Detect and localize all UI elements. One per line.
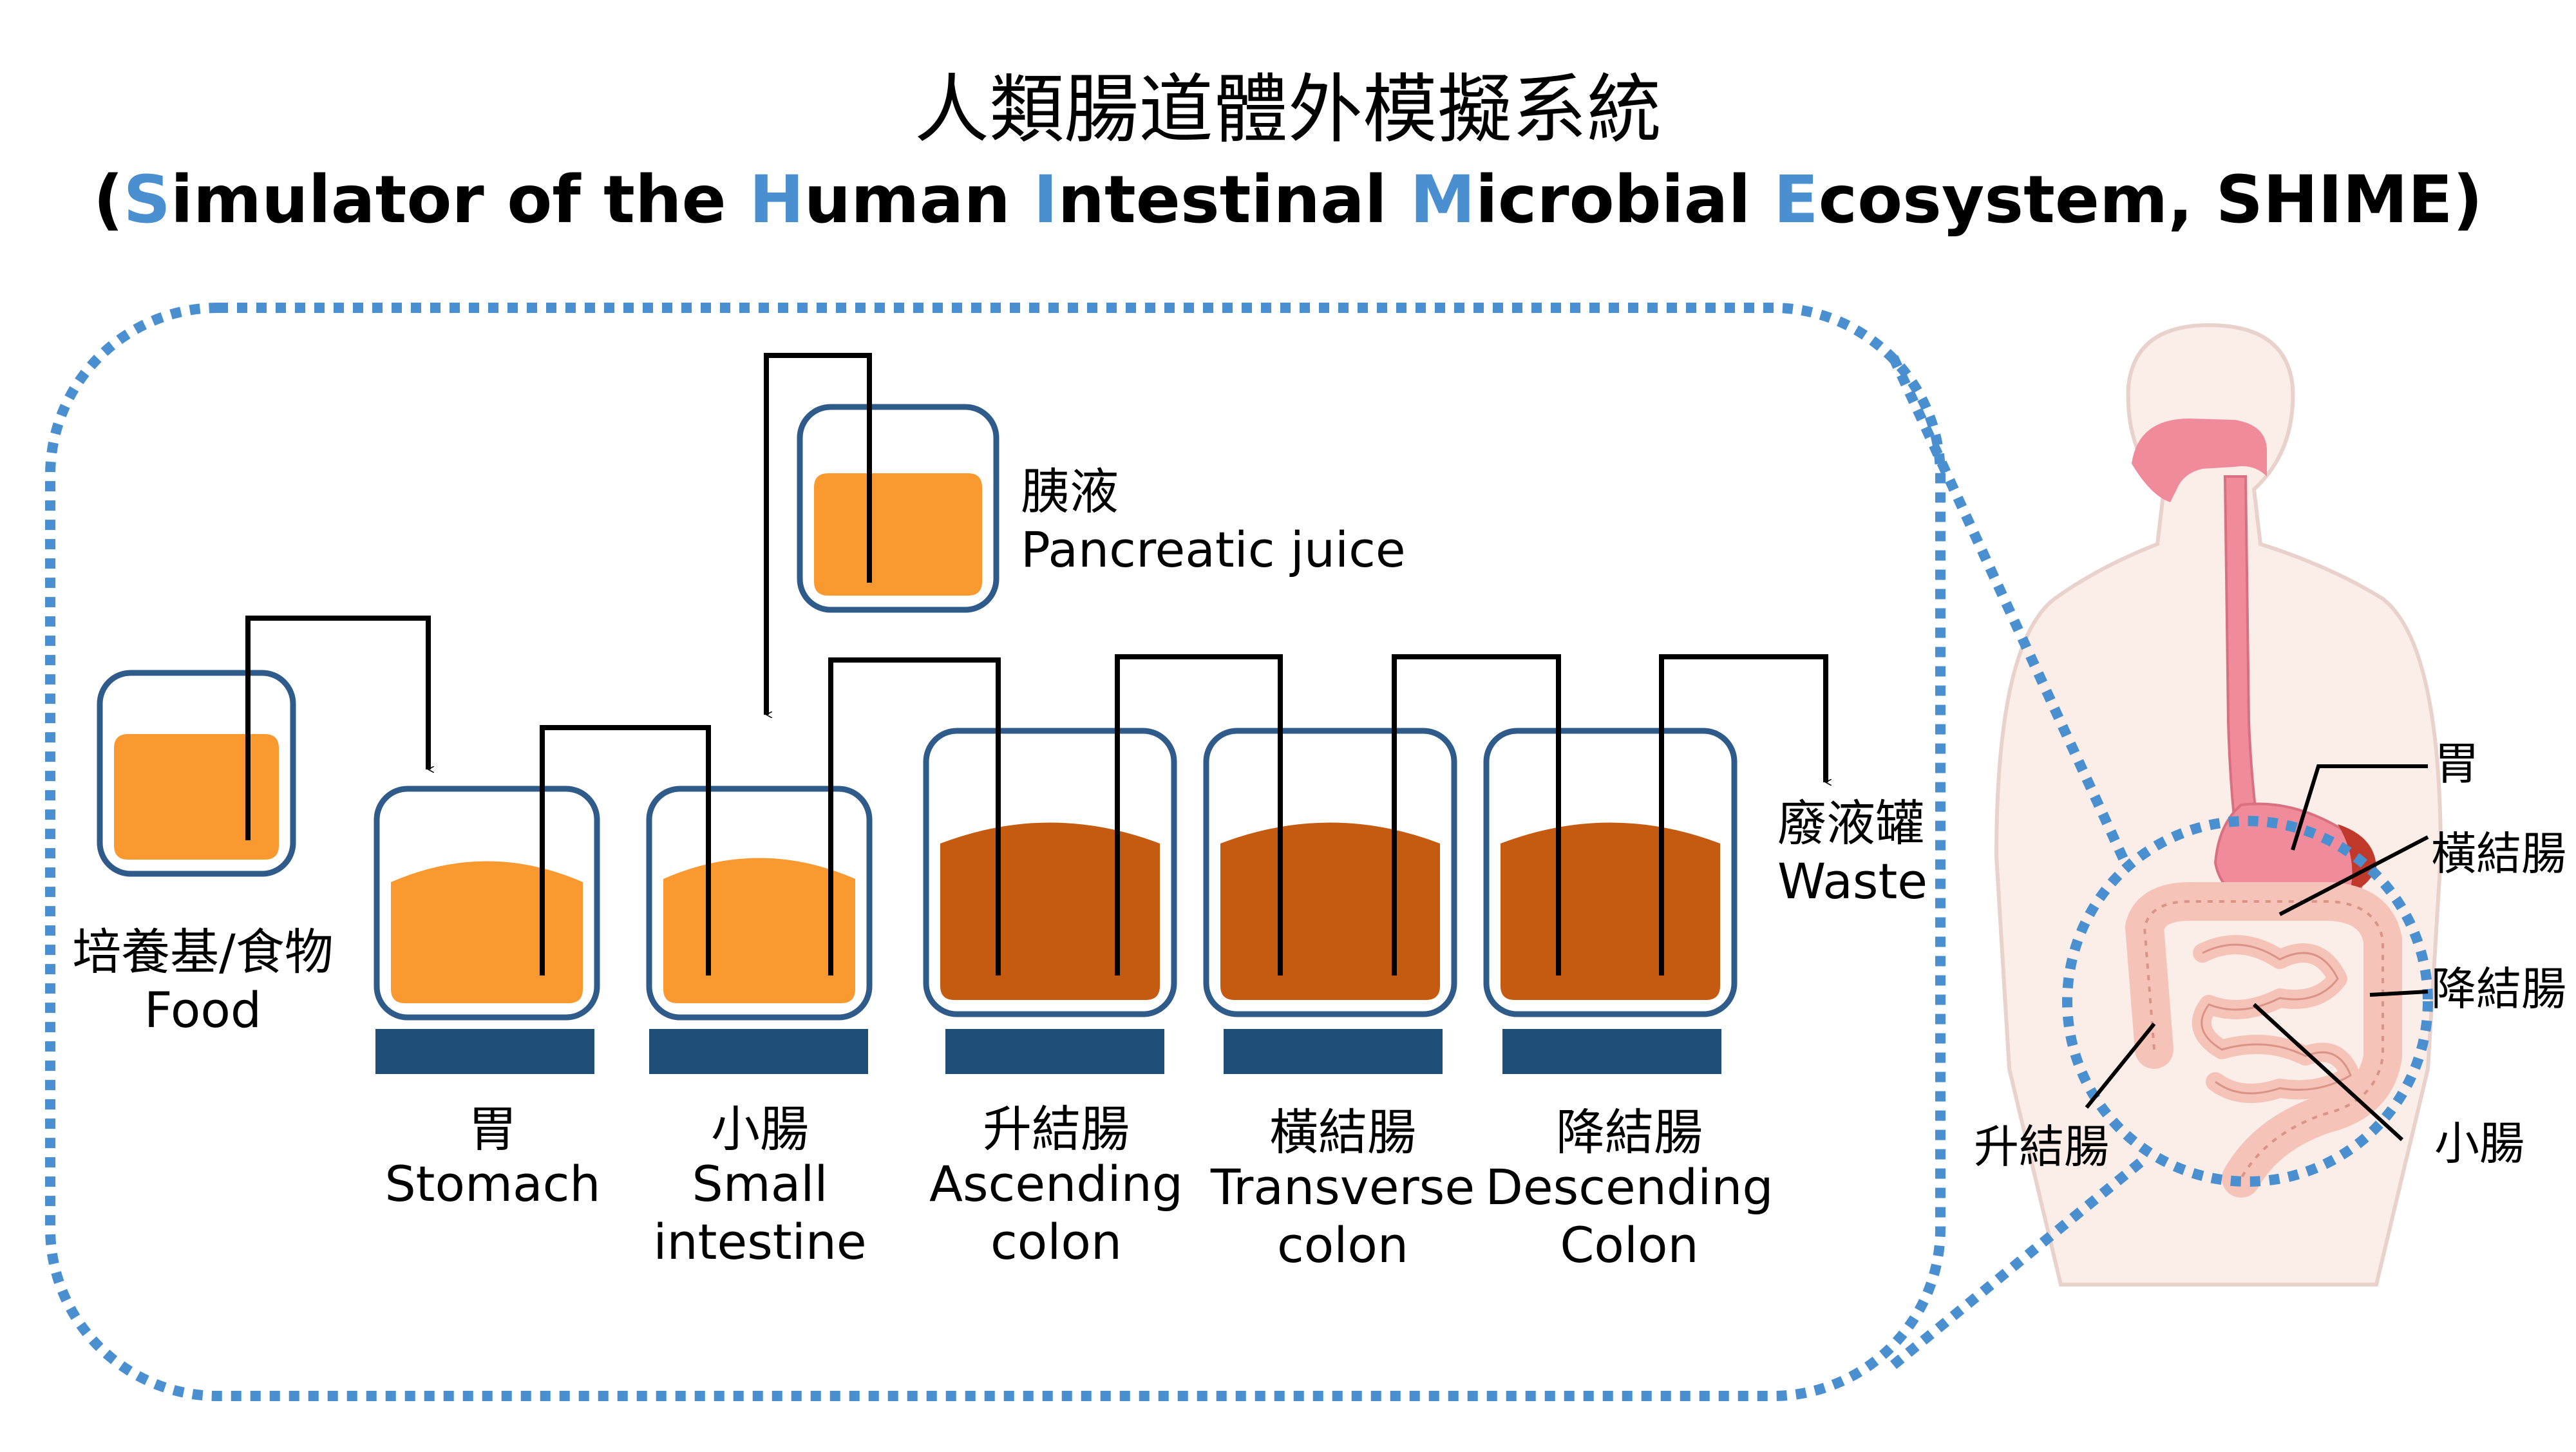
liquid-stomach	[391, 861, 583, 1003]
zoom-connector-top	[1888, 355, 2130, 865]
tubing	[245, 353, 1826, 976]
vessel-ascending	[923, 728, 1177, 1017]
anatomy-label-transverse: 橫結腸	[2431, 827, 2566, 880]
liquid-small-intestine	[663, 858, 855, 1003]
title-segment-2: imulator of the	[171, 162, 749, 238]
label-ascending-2: colon	[990, 1213, 1122, 1270]
label-small-intestine-1: Small	[692, 1155, 828, 1212]
tube-food-to-stomach	[245, 616, 428, 840]
label-stomach-0: 胃	[468, 1100, 517, 1158]
simulator-frame	[45, 303, 1946, 1401]
vessel-stomach	[374, 786, 600, 1021]
leader-stomach	[2291, 764, 2428, 851]
tube-small-to-ascending	[828, 657, 1001, 976]
title-segment-8: icrobial	[1475, 162, 1774, 238]
label-descending-1: Descending	[1485, 1158, 1773, 1216]
vessel-outline-pancreatic	[797, 404, 999, 613]
vessel-group	[97, 404, 1738, 1021]
label-transverse-2: colon	[1277, 1216, 1408, 1274]
label-ascending-1: Ascending	[929, 1155, 1183, 1212]
title-initial-9: E	[1774, 162, 1819, 238]
vessel-outline-stomach	[374, 786, 600, 1021]
label-food-1: Food	[144, 981, 261, 1039]
title-initial-7: M	[1410, 162, 1475, 238]
zoom-connector-bottom	[1889, 1155, 2148, 1370]
zoom-circle	[2062, 816, 2433, 1187]
vessel-pancreatic	[797, 404, 999, 613]
mouth-cavity	[2132, 419, 2267, 502]
label-pancreatic-0: 胰液	[1021, 463, 1119, 520]
anatomy-label-small: 小腸	[2434, 1117, 2524, 1170]
label-descending-0: 降結腸	[1556, 1104, 1703, 1161]
stir-plate-small-intestine	[649, 1029, 868, 1074]
tube-descending-to-waste	[1659, 654, 1826, 976]
tube-transverse-to-descending	[1392, 654, 1561, 976]
title-initial-1: S	[123, 162, 170, 238]
vessel-outline-ascending	[923, 728, 1177, 1017]
vessel-food	[97, 670, 296, 877]
leader-descending	[2369, 990, 2429, 997]
stir-plate-stomach	[375, 1029, 594, 1074]
title-segment-10: cosystem, SHIME)	[1819, 162, 2483, 238]
stir-plate-transverse	[1224, 1029, 1443, 1074]
title-segment-4: uman	[804, 162, 1034, 238]
liquid-pancreatic	[814, 473, 982, 596]
label-small-intestine-2: intestine	[653, 1213, 866, 1270]
label-food-0: 培養基/食物	[72, 923, 334, 981]
title-initial-3: H	[749, 162, 804, 238]
leader-small	[2252, 1003, 2404, 1142]
label-transverse-0: 橫結腸	[1269, 1104, 1416, 1161]
anatomy-label-stomach: 胃	[2434, 737, 2479, 790]
anatomy-label-descending: 降結腸	[2431, 963, 2566, 1015]
small-intestine-outline	[2201, 943, 2352, 1095]
title-segment-6: ntestinal	[1057, 162, 1410, 238]
title-chinese: 人類腸道體外模擬系統	[914, 66, 1662, 153]
vessel-transverse	[1203, 728, 1457, 1017]
stir-plates	[375, 1029, 1721, 1074]
label-stomach-1: Stomach	[384, 1155, 600, 1212]
label-descending-2: Colon	[1560, 1216, 1698, 1274]
title-segment-0: (	[93, 162, 124, 238]
colon-haustra	[2143, 900, 2384, 1179]
title-english: (Simulator of the Human Intestinal Micro…	[93, 162, 2483, 238]
liquid-food	[114, 734, 279, 860]
vessel-outline-food	[97, 670, 296, 877]
label-waste-1: Waste	[1777, 853, 1927, 910]
label-transverse-1: Transverse	[1210, 1158, 1475, 1216]
liquid-descending	[1501, 822, 1720, 1000]
title-initial-5: I	[1033, 162, 1057, 238]
vessel-descending	[1483, 728, 1738, 1017]
stir-plate-ascending	[945, 1029, 1164, 1074]
vessel-outline-descending	[1483, 728, 1738, 1017]
label-small-intestine-0: 小腸	[711, 1100, 809, 1158]
tube-ascending-to-transverse	[1115, 654, 1283, 976]
anatomy-leaders	[2085, 764, 2429, 1142]
liquid-transverse	[1220, 822, 1440, 1000]
label-pancreatic-1: Pancreatic juice	[1021, 521, 1406, 578]
human-body-illustration	[1994, 323, 2443, 1287]
vessel-small-intestine	[646, 786, 873, 1021]
tube-stomach-to-small	[540, 725, 711, 976]
vessel-outline-transverse	[1203, 728, 1457, 1017]
label-waste-0: 廢液罐	[1777, 795, 1924, 852]
tube-pancreatic-to-small	[764, 353, 872, 715]
stir-plate-descending	[1502, 1029, 1721, 1074]
liquid-ascending	[940, 822, 1160, 1000]
label-ascending-0: 升結腸	[983, 1100, 1130, 1158]
leader-ascending	[2085, 1023, 2156, 1109]
leader-transverse	[2278, 835, 2429, 916]
anatomy-label-ascending: 升結腸	[1974, 1120, 2109, 1173]
vessel-outline-small-intestine	[646, 786, 873, 1021]
